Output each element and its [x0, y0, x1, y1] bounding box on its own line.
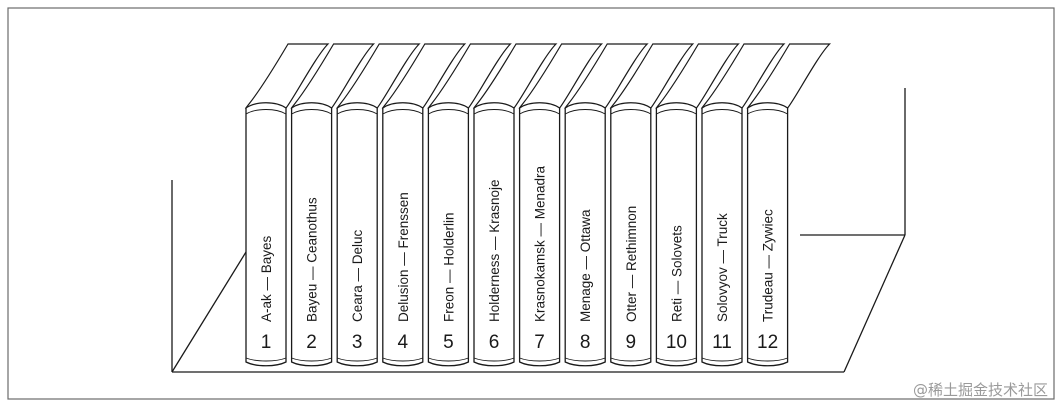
volume-range-label: Delusion — Frenssen [396, 192, 411, 322]
book-spine [246, 103, 286, 366]
volume-number: 7 [534, 332, 545, 353]
shelf-floor-left-edge [172, 252, 246, 372]
volume-range-label: Solovyov — Truck [715, 213, 730, 322]
volume-range-label: Otter — Rethimnon [624, 206, 639, 322]
volume-number: 12 [757, 332, 778, 353]
volume-number: 6 [489, 332, 500, 353]
volume-number: 1 [261, 332, 272, 353]
volume-number: 5 [443, 332, 454, 353]
volume-range-label: Trudeau — Zywiec [761, 209, 776, 322]
volume-number: 10 [666, 332, 687, 353]
watermark-text: @稀土掘金技术社区 [913, 381, 1048, 399]
volume-number: 9 [626, 332, 637, 353]
volume-range-label: Bayeu — Ceanothus [305, 197, 320, 322]
volume-range-label: A-ak — Bayes [259, 235, 274, 322]
volume-range-label: Reti — Solovets [669, 225, 684, 322]
book-12: Trudeau — Zywiec 12 [748, 44, 830, 366]
volume-number: 11 [712, 332, 732, 353]
volume-range-label: Ceara — Deluc [350, 229, 365, 322]
volume-range-label: Menage — Ottawa [578, 209, 593, 322]
volume-number: 4 [398, 332, 409, 353]
volume-range-label: Krasnokamsk — Menadra [533, 165, 548, 322]
volume-number: 3 [352, 332, 363, 353]
volume-range-label: Freon — Holderlin [441, 212, 456, 322]
shelf-floor-right-edge [844, 235, 905, 372]
volume-number: 2 [306, 332, 317, 353]
volume-range-label: Holderness — Krasnoje [487, 179, 502, 322]
volume-number: 8 [580, 332, 591, 353]
